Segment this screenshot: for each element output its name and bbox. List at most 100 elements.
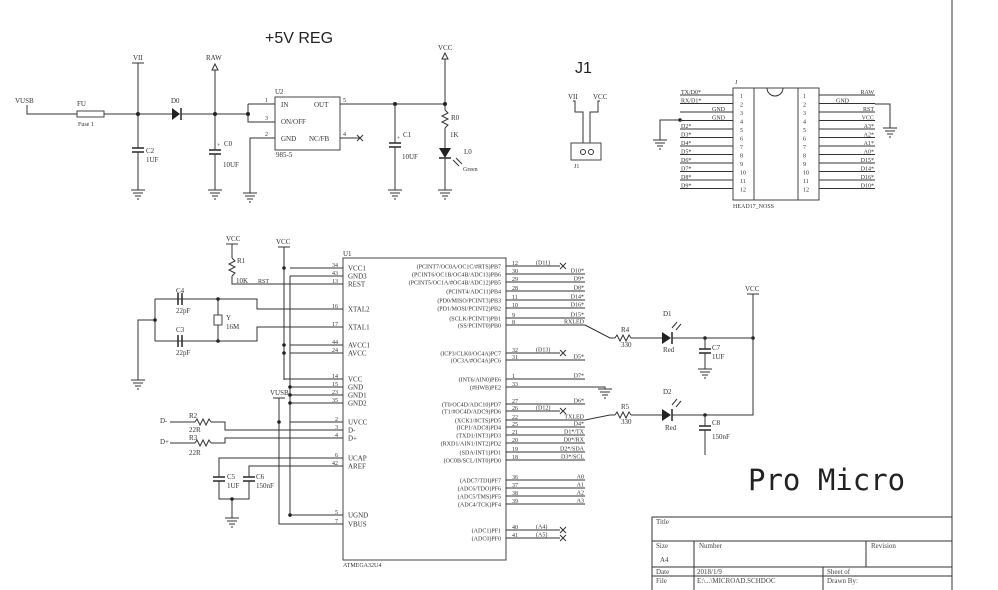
mcu-net-label: D2*/SDA [560,447,585,453]
mcu-net-label: D14* [571,295,584,301]
header-left-net: D9* [681,184,691,190]
ground-icon [207,189,223,200]
no-connect-icon [559,534,567,542]
j1-vcc-label: VCC [593,93,608,101]
mcu-pin-name: VBUS [348,521,367,529]
no-connect-icon [559,262,567,270]
mcu-pin-name: (ICP1/ADC8)PD4 [457,425,501,432]
pin-number: 5 [343,98,346,104]
resistor-r0 [440,109,450,129]
vcc-label: VCC [745,285,760,293]
capacitor-c8 [698,425,712,431]
mcu-pin-number: 10 [512,303,518,309]
mcu-pin-name: (ADC1)PF1 [472,528,501,535]
mcu-pin-name: AVCC1 [348,342,371,350]
fuse-ref: FU [77,100,86,108]
r0-ref: R0 [451,114,460,122]
mcu-pin-number: 13 [332,279,338,285]
mcu-net-label: A2 [577,491,584,497]
resistor-r3 [194,438,212,448]
mcu-net-label: (D11) [536,260,550,267]
header-left-net: D4* [681,141,691,147]
d1-ref: D1 [663,310,672,318]
mcu-pin-name: (SCLK/PCINT1)PB1 [449,316,501,323]
mcu-pin-number: 22 [512,415,518,421]
c1-value: 10UF [402,153,418,161]
mcu-pin-name: (ADC4/TCK)PF4 [458,502,501,509]
mcu-ref: U1 [343,250,352,258]
size-value: A4 [660,556,669,564]
capacitor-c1 [388,142,402,148]
mcu-pin-number: 40 [512,525,518,531]
pin-number: 2 [265,132,268,138]
header-right-pin-number: 1 [803,94,806,100]
mcu-support: VCC R1 10K RST VCC C4 22pF C3 22pF Y 16M [130,235,332,528]
header-left-pin-number: 2 [740,103,743,109]
mcu-pin-name: (SS/PCINT0)PB0 [458,323,501,330]
mcu-net-label: D0*/RX [564,438,585,444]
mcu-pin-name: (TXD1/INT3)PD3 [456,433,501,440]
raw-label: RAW [206,54,222,62]
l0-ref: L0 [464,148,472,156]
mcu-net-label: D1*/TX [564,430,585,436]
header-right-net: D14* [861,167,874,173]
u2-pin-gnd: GND [281,135,296,143]
d2-color: Red [665,424,677,432]
l0-color: Green [463,167,478,173]
header-right-pin-number: 5 [803,128,806,134]
header-left-net: D7* [681,167,691,173]
resistor-r4 [614,333,632,343]
mcu-pin-number: 15 [332,382,338,388]
mcu-pin-name: (PCINT4/ADC11)PB4 [446,289,501,296]
mcu-pin-number: 36 [512,475,518,481]
mcu-pin-name: AREF [348,463,366,471]
header-right-net: A0* [864,150,874,156]
mcu-part: ATMEGA32U4 [343,563,381,569]
vii-label: VII [133,54,143,62]
mcu-pin-number: 26 [512,406,518,412]
ground-icon [130,189,146,200]
header-right-pin-number: 7 [803,145,806,151]
mcu-net-label: D5* [574,355,584,361]
ground-icon [224,517,240,528]
ground-icon [652,139,668,150]
d1-color: Red [663,346,675,354]
c7-ref: C7 [712,344,721,352]
header-right-net: RST [863,107,874,113]
mcu-pin-name: (XCK1/#CTS)PD5 [455,418,501,425]
capacitor-c5 [212,476,226,482]
header-left-net: GND [712,107,726,113]
mcu-pin-number: 4 [335,433,338,439]
mcu-pin-name: REST [348,281,366,289]
mcu-pin-name: GND2 [348,400,367,408]
svg-text:+: + [397,136,401,142]
d2-ref: D2 [663,388,672,396]
mcu-pin-name: GND3 [348,273,367,281]
capacitor-c2 [131,147,145,153]
u2-pin-onoff: ON/OFF [281,118,306,126]
header-right-pin-number: 6 [803,137,806,143]
mcu-net-label: A0 [577,475,584,481]
mcu-pin-name: (RXD1/AIN1/INT2)PD2 [441,441,501,448]
d0-ref: D0 [171,97,180,105]
mcu-pin-name: UCAP [348,455,367,463]
ground-icon [242,192,258,203]
number-label: Number [699,542,723,550]
r3-value: 22R [189,449,201,457]
mcu-pin-number: 35 [332,398,338,404]
ground-icon [882,127,898,138]
no-connect-icon [559,526,567,534]
mcu-pin-name: (INT6/AIN0)PE6 [459,377,501,384]
mcu-pin-name: GND [348,384,363,392]
header-left-pin-number: 8 [740,154,743,160]
header-right-net: A2* [864,133,874,139]
resistor-r2 [194,417,212,427]
mcu-pin-name: (ADC7/TDI)PF7 [460,478,501,485]
header-left-net: D8* [681,175,691,181]
ground-icon [130,379,146,390]
mcu-net-label: (D13) [536,347,550,354]
regulator-section: +5V REG VUSB FU Fuse 1 VII C2 1UF D0 RAW… [15,30,478,203]
